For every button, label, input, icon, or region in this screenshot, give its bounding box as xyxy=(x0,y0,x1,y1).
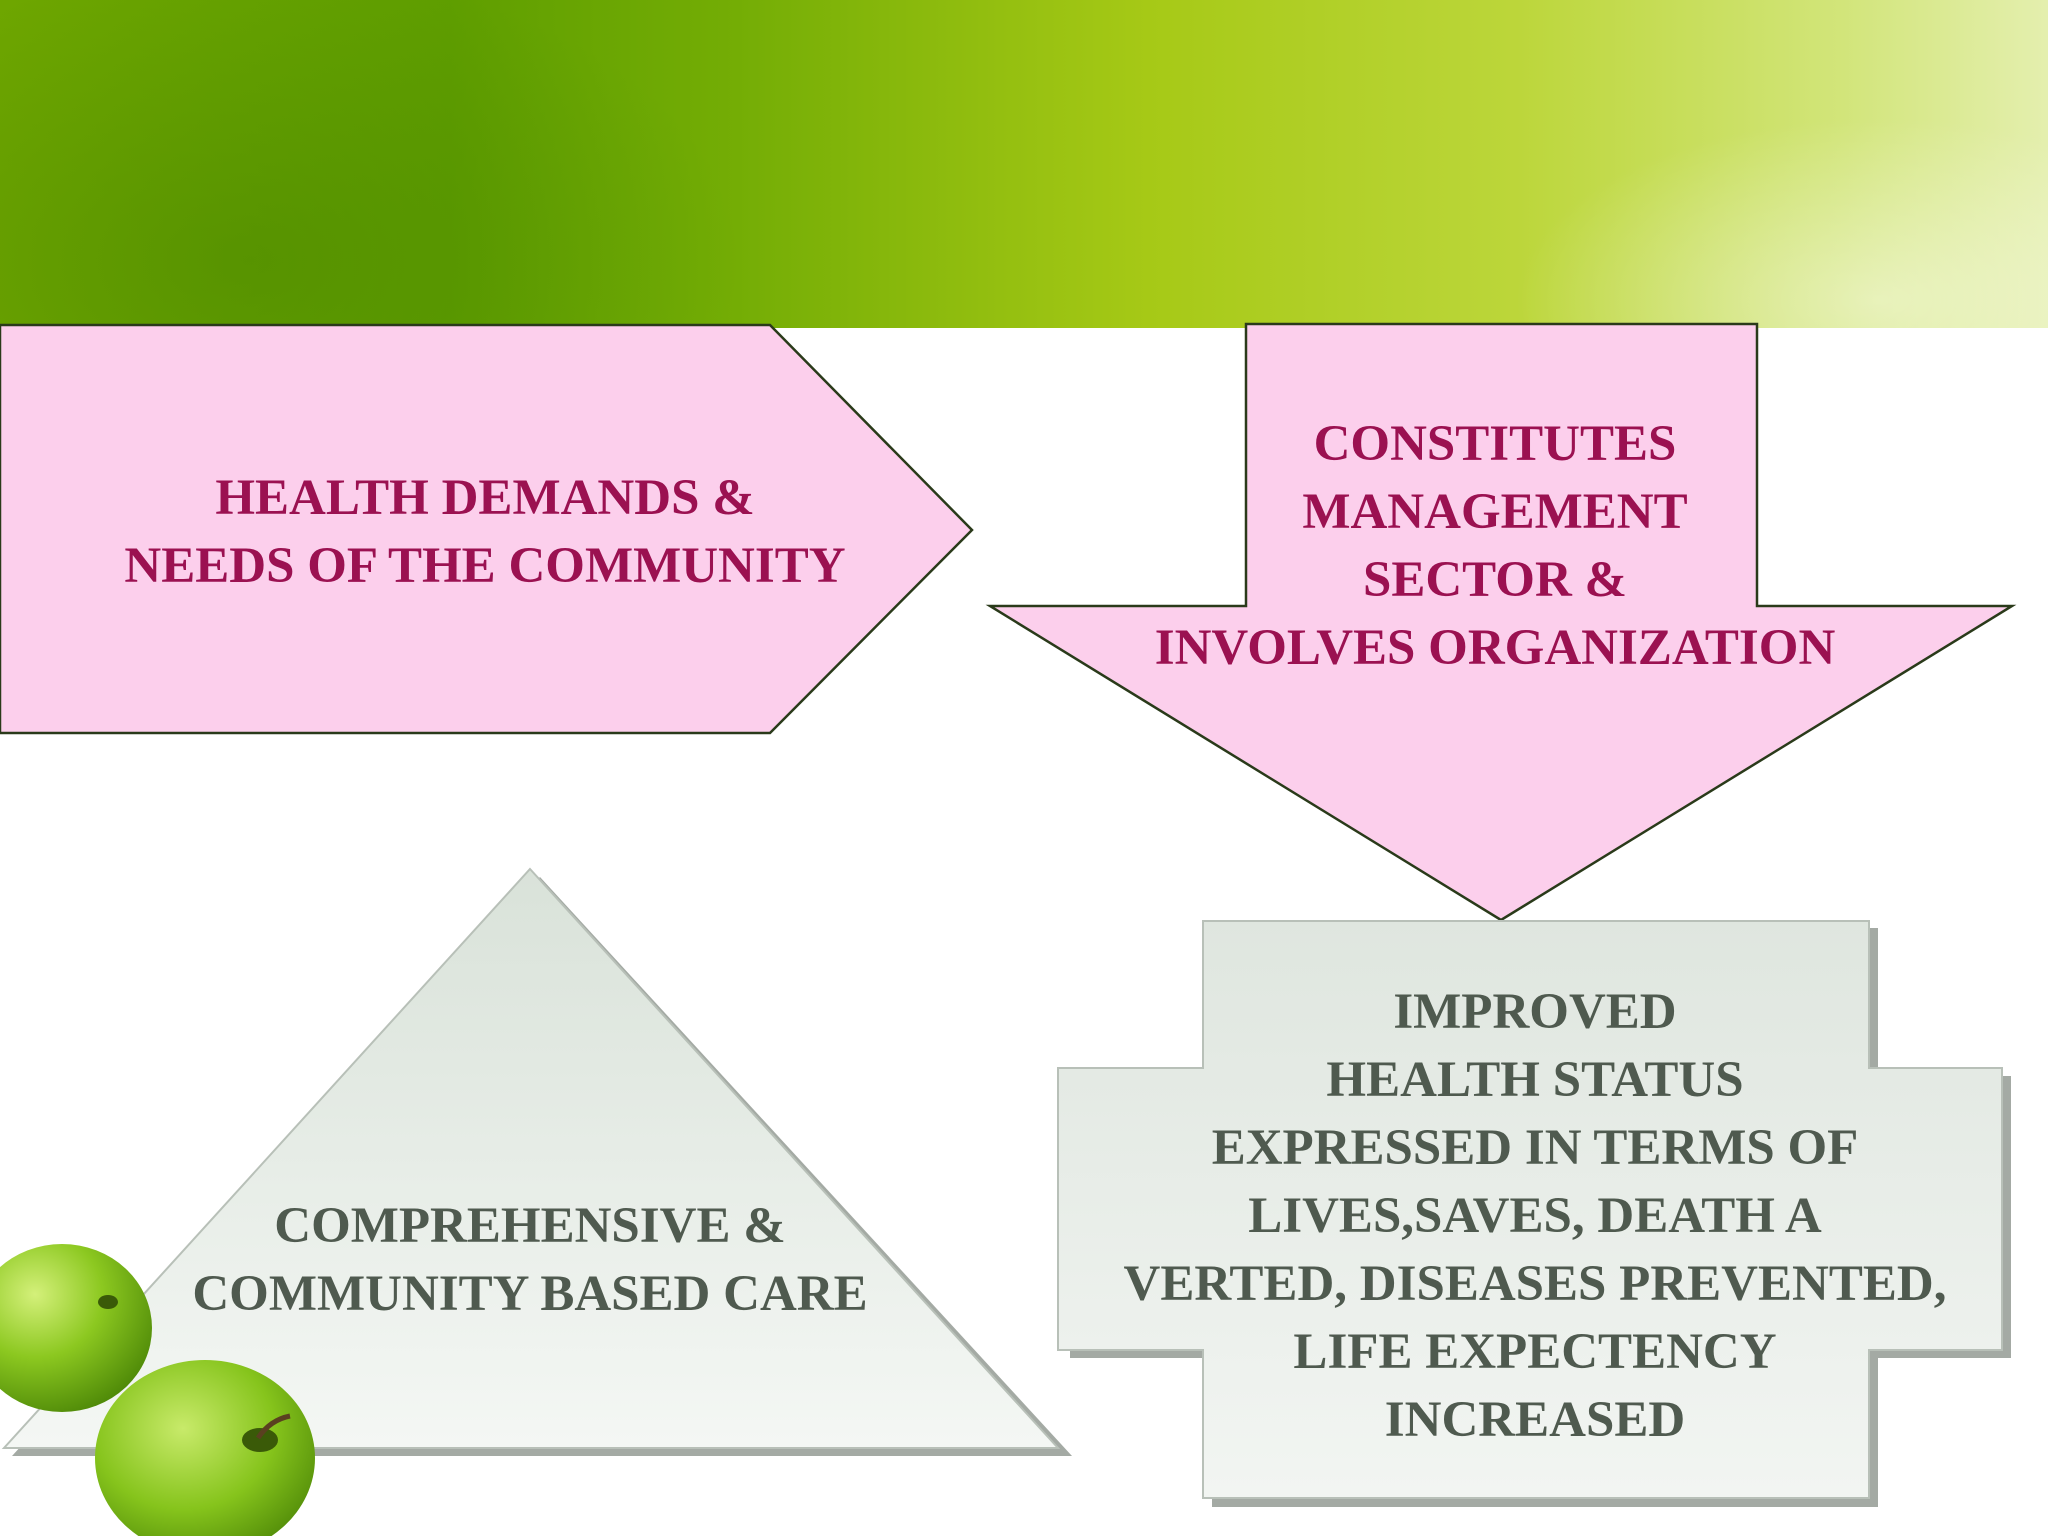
health-demands-line-2: NEEDS OF THE COMMUNITY xyxy=(124,538,846,594)
care-label: COMPREHENSIVE & COMMUNITY BASED CARE xyxy=(100,1192,960,1328)
green-header-banner xyxy=(0,0,2048,328)
green-apples-icon xyxy=(0,1244,315,1536)
management-line-4: INVOLVES ORGANIZATION xyxy=(1154,620,1836,676)
outcome-line-2: HEALTH STATUS xyxy=(1326,1052,1744,1108)
outcome-line-7: INCREASED xyxy=(1384,1392,1686,1448)
management-line-1: CONSTITUTES xyxy=(1313,416,1677,472)
management-label: CONSTITUTES MANAGEMENT SECTOR & INVOLVES… xyxy=(1090,410,1900,682)
outcome-label: IMPROVED HEALTH STATUS EXPRESSED IN TERM… xyxy=(1060,978,2010,1454)
management-line-3: SECTOR & xyxy=(1362,552,1628,608)
care-triangle-shape xyxy=(1,867,1061,1449)
outcome-line-5: VERTED, DISEASES PREVENTED, xyxy=(1123,1256,1947,1312)
management-line-2: MANAGEMENT xyxy=(1302,484,1688,540)
outcome-line-4: LIVES,SAVES, DEATH A xyxy=(1248,1188,1822,1244)
health-demands-arrow-shape xyxy=(0,323,974,735)
care-line-1: COMPREHENSIVE & xyxy=(274,1198,786,1254)
outcome-line-6: LIFE EXPECTENCY xyxy=(1293,1324,1777,1380)
outcome-plus-shape xyxy=(1057,920,2003,1499)
management-down-arrow-shape xyxy=(985,322,2017,922)
health-demands-line-1: HEALTH DEMANDS & xyxy=(215,470,755,526)
health-demands-label: HEALTH DEMANDS & NEEDS OF THE COMMUNITY xyxy=(60,464,910,600)
outcome-line-1: IMPROVED xyxy=(1393,984,1677,1040)
care-line-2: COMMUNITY BASED CARE xyxy=(192,1266,868,1322)
outcome-line-3: EXPRESSED IN TERMS OF xyxy=(1211,1120,1859,1176)
